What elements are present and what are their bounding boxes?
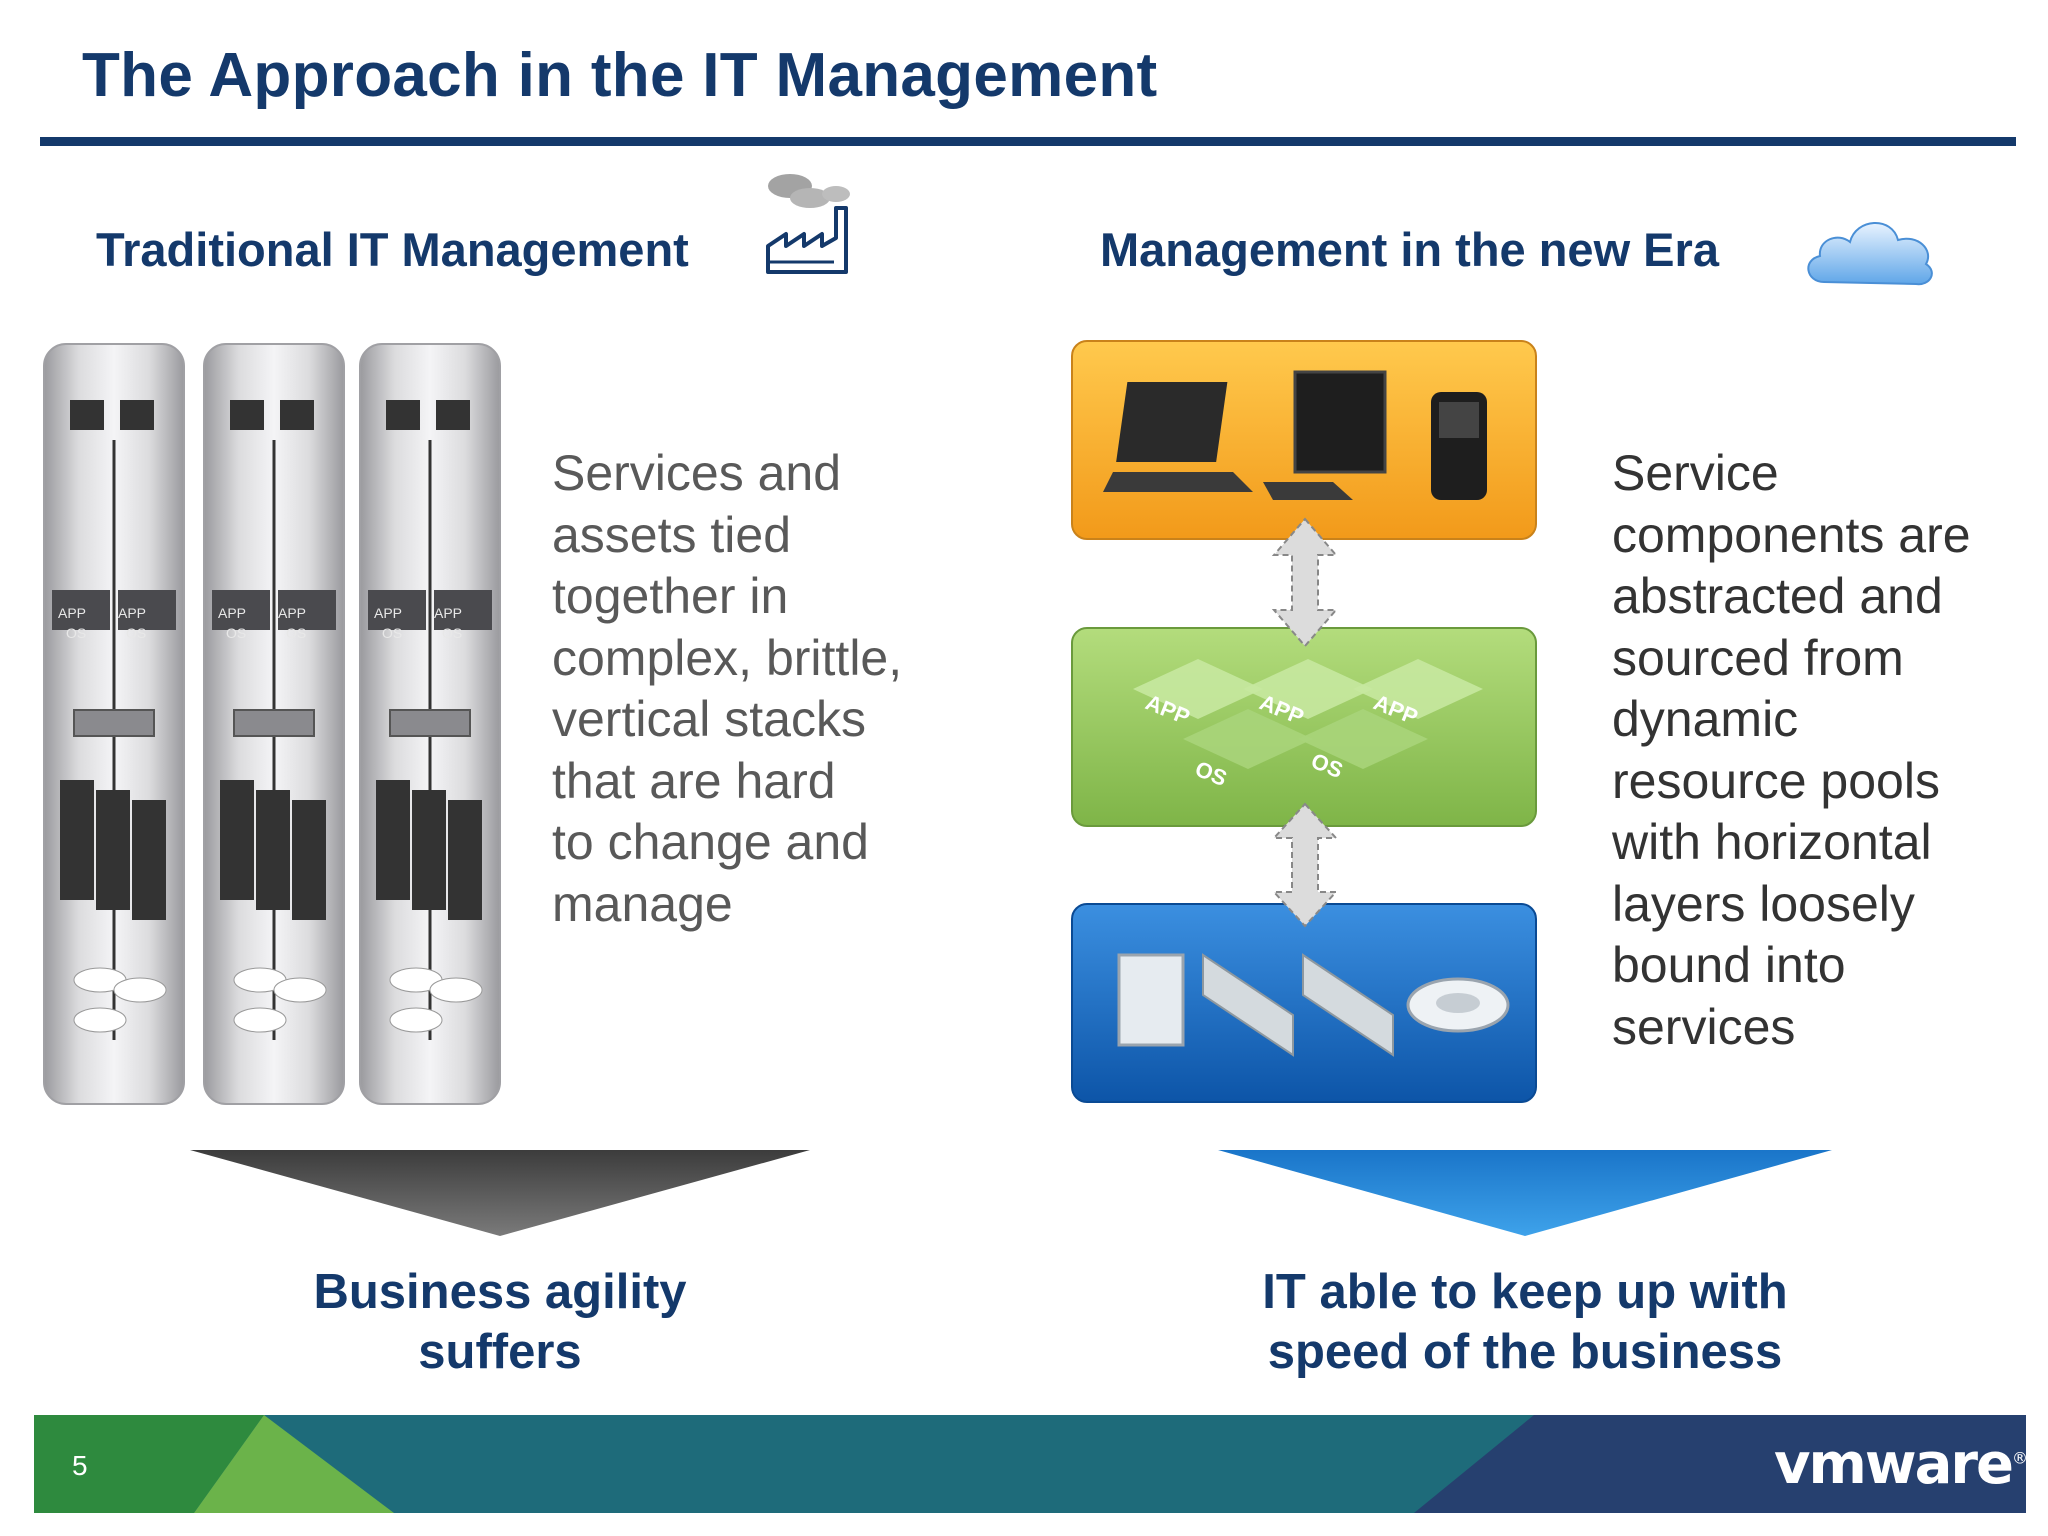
device-icons <box>1103 370 1487 500</box>
hardware-layer <box>1071 903 1537 1103</box>
left-description: Services and assets tied together in com… <box>552 445 903 932</box>
stack-column <box>359 343 501 1105</box>
os-label: OS <box>286 625 307 641</box>
right-chevron <box>1218 1150 1832 1236</box>
os-label: OS <box>226 625 247 641</box>
left-outcome: Business agility suffers <box>313 1265 687 1379</box>
app-label: APP <box>434 605 463 621</box>
stack-column <box>203 343 345 1105</box>
right-heading: Management in the new Era <box>1100 223 1719 276</box>
page-number: 5 <box>72 1450 88 1481</box>
left-heading: Traditional IT Management <box>96 223 689 276</box>
left-chevron <box>190 1150 810 1236</box>
right-outcome: IT able to keep up with speed of the bus… <box>1262 1265 1788 1379</box>
app-os-tiles <box>1133 659 1483 769</box>
device-layer <box>1071 340 1537 540</box>
footer-band <box>34 1415 2026 1513</box>
app-label: APP <box>278 605 307 621</box>
title-rule <box>40 137 2016 146</box>
os-label: OS <box>382 625 403 641</box>
double-arrow-icon <box>1271 802 1339 928</box>
os-label: OS <box>126 625 147 641</box>
app-os-layer: APP APP APP OS OS <box>1071 627 1537 827</box>
app-label: APP <box>218 605 247 621</box>
vertical-stacks-illustration <box>43 343 501 1105</box>
stack-app-os-labels: APP OS APP OS APP OS APP OS APP OS APP O… <box>56 605 526 645</box>
app-label: APP <box>118 605 147 621</box>
os-label: OS <box>66 625 87 641</box>
cloud-icon <box>1807 222 1933 286</box>
app-label: APP <box>58 605 87 621</box>
double-arrow-icon <box>1271 517 1339 648</box>
os-label: OS <box>442 625 463 641</box>
vmware-logo: vmware® <box>1774 1432 2028 1497</box>
factory-icon <box>766 174 850 274</box>
slide-title: The Approach in the IT Management <box>82 41 1158 110</box>
stack-column <box>43 343 185 1105</box>
right-description: Service components are abstracted and so… <box>1612 445 1971 1055</box>
app-label: APP <box>374 605 403 621</box>
hardware-icons <box>1117 953 1510 1057</box>
